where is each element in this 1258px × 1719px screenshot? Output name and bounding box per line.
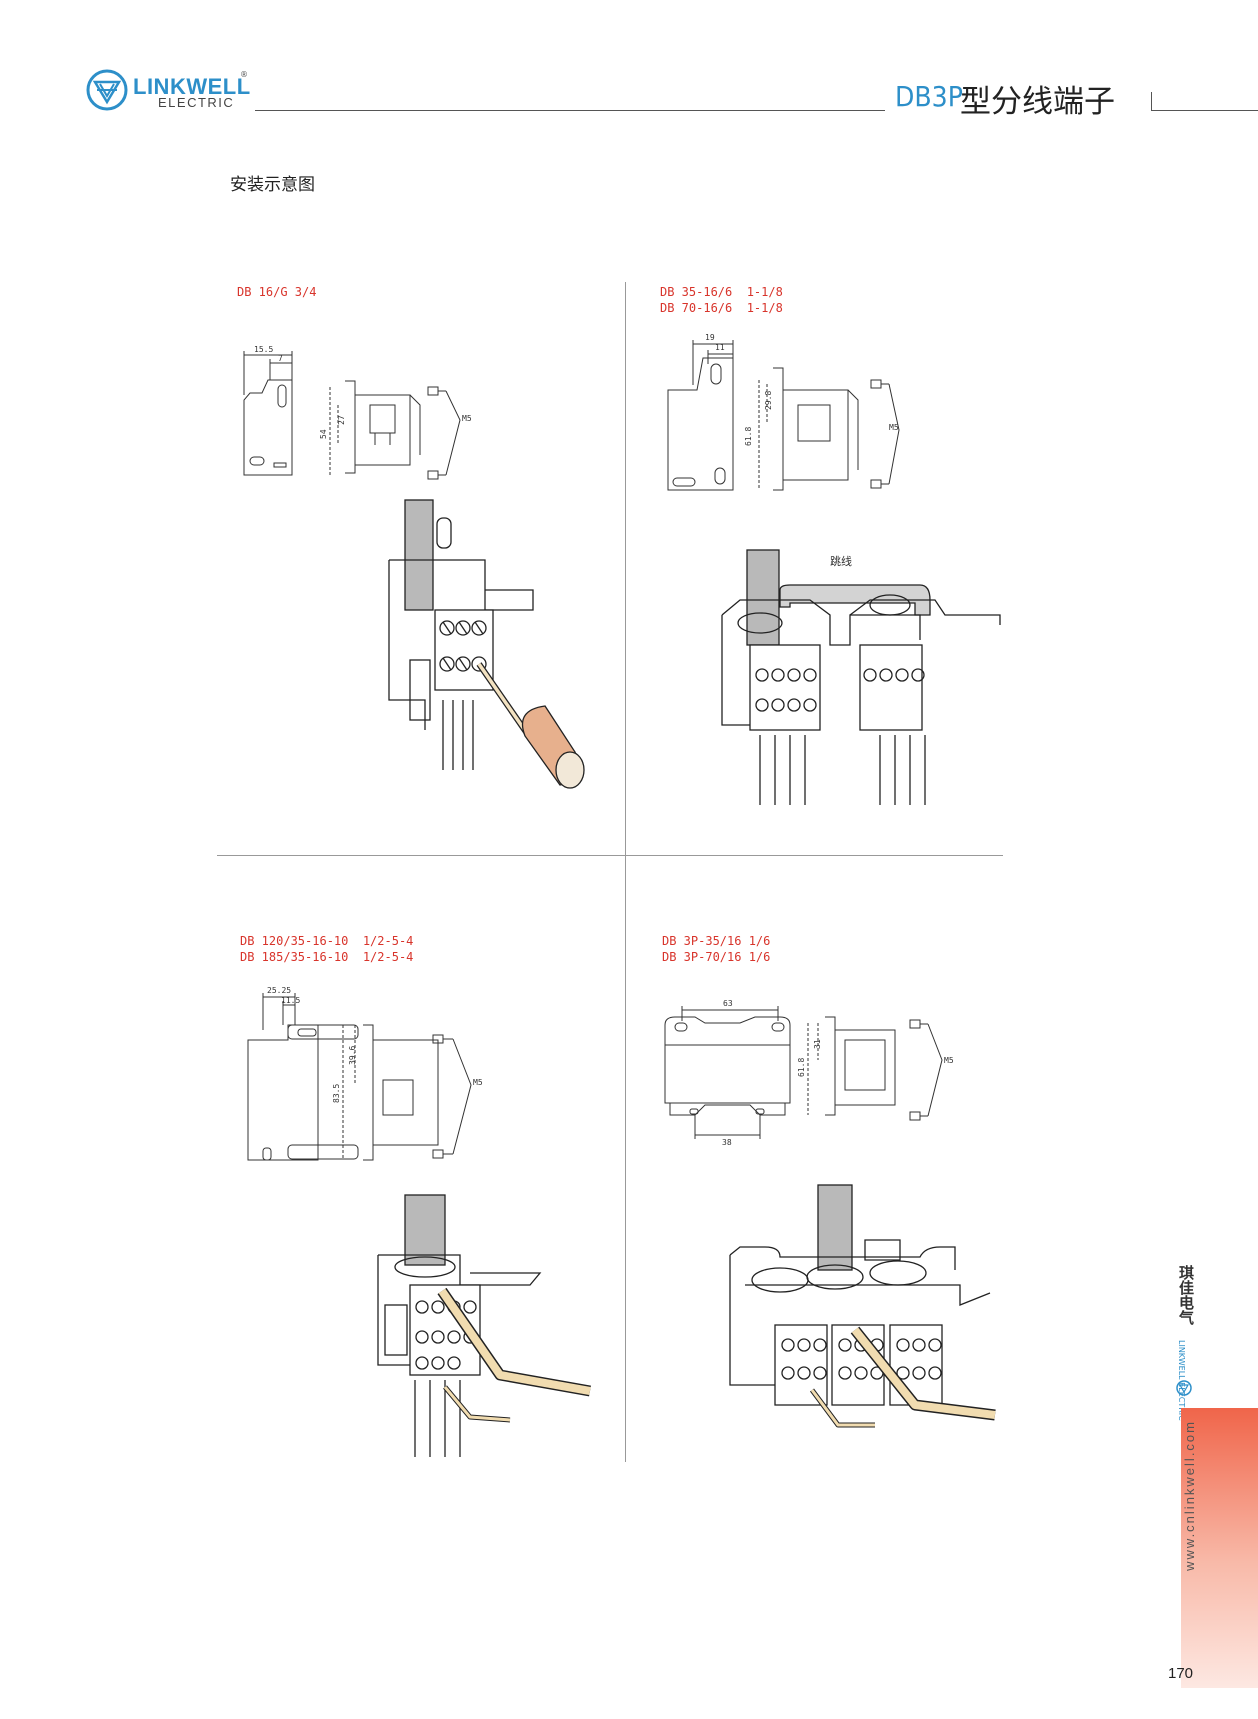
dim-text: 11	[715, 343, 725, 352]
header-rule-left	[255, 110, 885, 111]
title-model: DB3P	[895, 80, 963, 113]
dim-text: 25.25	[267, 986, 291, 995]
divider-horizontal	[217, 855, 1003, 856]
page-title: 型分线端子	[960, 84, 1115, 120]
sidebar-gradient-band	[1181, 1408, 1258, 1688]
registered-mark: ®	[240, 70, 248, 79]
dim-text: 27	[337, 415, 346, 425]
dim-text: 54	[319, 429, 328, 439]
dim-text: M5	[944, 1056, 954, 1065]
sidebar-company-en: LINKWELL ELECTRIC	[1177, 1340, 1186, 1421]
sidebar-company-cn: 琪佳电气	[1177, 1265, 1195, 1325]
dimension-drawing: 25.25 11.5 83.5 39.6 M5	[247, 986, 483, 1161]
dim-text: 31	[813, 1039, 822, 1049]
model-label: DB 3P-35/16 1/6 DB 3P-70/16 1/6	[662, 934, 771, 964]
install-illustration	[729, 1184, 996, 1428]
dim-text: 19	[705, 333, 715, 342]
dim-text: 38	[722, 1138, 732, 1147]
dim-text: 29.8	[764, 391, 773, 410]
dim-text: 61.8	[797, 1058, 806, 1077]
dim-text: 63	[723, 999, 733, 1008]
brand-name: LINKWELL	[133, 74, 251, 99]
jumper-label: 跳线	[830, 554, 852, 568]
dimension-drawing: 19 11 61.8 29.8 M5	[667, 333, 900, 491]
dim-text: 61.8	[744, 427, 753, 446]
model-label: DB 120/35-16-10 1/2-5-4 DB 185/35-16-10 …	[240, 934, 414, 964]
header-rule-right	[1151, 110, 1258, 111]
install-illustration	[388, 499, 585, 789]
dim-text: M5	[889, 423, 899, 432]
model-label: DB 16/G 3/4	[237, 285, 317, 299]
brand-sub: ELECTRIC	[158, 95, 235, 110]
section-title: 安装示意图	[230, 175, 315, 195]
dimension-drawing: 15.5 7 54 27 M5	[243, 345, 472, 480]
dimension-drawing: 63 38 61.8 31 M5	[664, 999, 954, 1147]
model-label: DB 35-16/6 1-1/8 DB 70-16/6 1-1/8	[660, 285, 783, 315]
dim-text: M5	[473, 1078, 483, 1087]
dim-text: 39.6	[348, 1046, 357, 1065]
title-bracket	[1151, 92, 1152, 110]
install-illustration	[377, 1194, 591, 1457]
dim-text: 15.5	[254, 345, 273, 354]
install-illustration: 跳线	[721, 549, 1001, 805]
dim-text: M5	[462, 414, 472, 423]
dim-text: 83.5	[332, 1084, 341, 1103]
website-link[interactable]: www.cnlinkwell.com	[1182, 1420, 1197, 1571]
sidebar-logo-icon	[1176, 1380, 1192, 1400]
dim-text: 7	[278, 354, 283, 363]
divider-vertical	[625, 282, 626, 1462]
logo-icon	[85, 68, 129, 116]
page-number: 170	[1168, 1665, 1194, 1682]
dim-text: 11.5	[281, 996, 300, 1005]
